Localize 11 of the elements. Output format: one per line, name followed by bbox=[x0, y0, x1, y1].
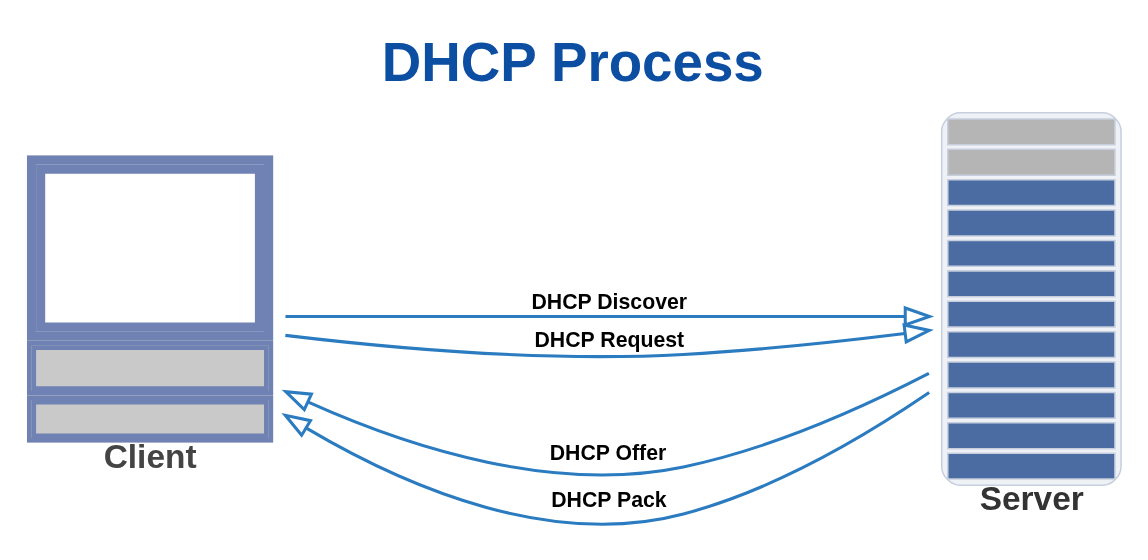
arrow bbox=[281, 372, 930, 477]
arrow bbox=[285, 305, 935, 328]
edge-label: DHCP Discover bbox=[531, 290, 688, 315]
node-label: Client bbox=[103, 437, 197, 475]
edge-label: DHCP Pack bbox=[551, 487, 667, 512]
diagram-title: DHCP Process bbox=[381, 31, 764, 94]
edge-label: DHCP Offer bbox=[549, 440, 667, 465]
edge-label: DHCP Request bbox=[534, 328, 685, 353]
arrow bbox=[285, 323, 934, 359]
node-label: Server bbox=[979, 480, 1084, 518]
arrow bbox=[281, 391, 930, 526]
